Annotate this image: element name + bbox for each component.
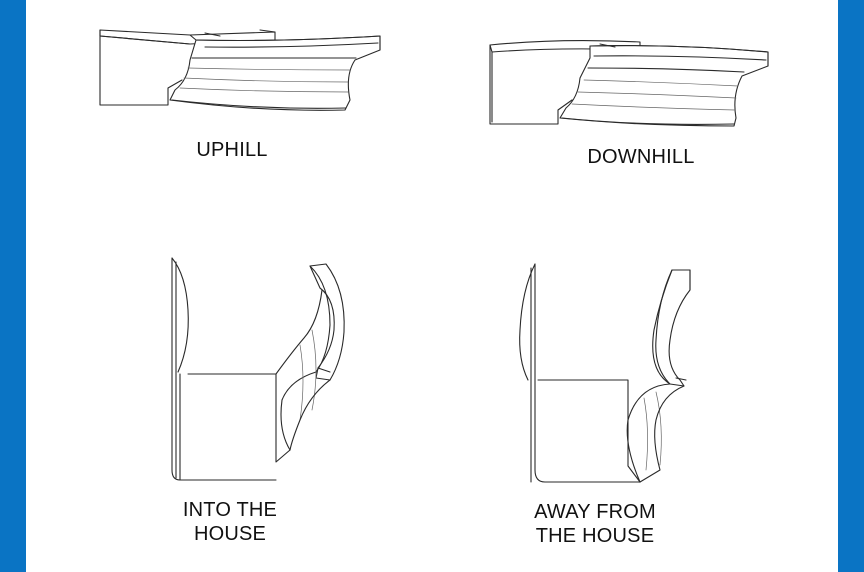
into-house-label-line2: HOUSE	[193, 523, 267, 545]
into-house-label-line1: INTO THE	[182, 499, 278, 521]
away-house-label-line1: AWAY FROM	[534, 501, 656, 523]
into-house-label: INTO THE HOUSE	[160, 498, 300, 546]
away-house-label: AWAY FROM THE HOUSE	[510, 500, 680, 548]
into-house-gutter-drawing	[171, 257, 345, 481]
away-house-label-line2: THE HOUSE	[535, 525, 655, 547]
uphill-label: UPHILL	[196, 139, 268, 161]
downhill-label: DOWNHILL	[587, 146, 695, 168]
away-house-gutter-drawing	[519, 263, 691, 483]
uphill-gutter-drawing	[99, 29, 381, 111]
downhill-gutter-drawing	[489, 40, 769, 127]
